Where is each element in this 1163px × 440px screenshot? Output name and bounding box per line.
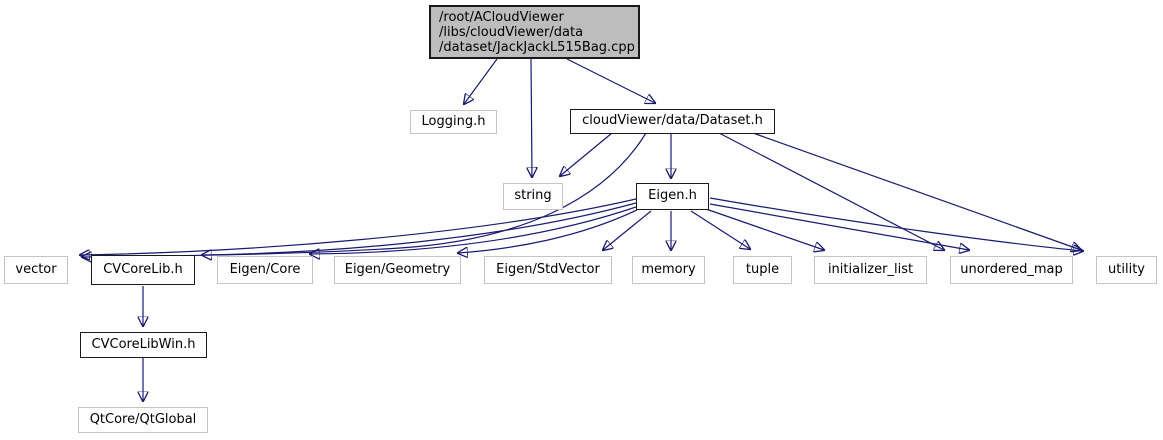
edge-dataset-to-string xyxy=(560,132,613,176)
node-initializer-list: initializer_list xyxy=(814,256,927,284)
edge-eigen-to-utility xyxy=(709,197,1083,251)
edge-eigen-to-vector xyxy=(80,198,637,255)
edge-eigen-to-eigen-stdvector xyxy=(603,210,652,250)
main-file-path-line-3: /dataset/JackJackL515Bag.cpp xyxy=(439,39,635,55)
edge-main-to-dataset xyxy=(566,58,655,103)
node-cloudviewer-data-dataset-h[interactable]: cloudViewer/data/Dataset.h xyxy=(570,109,775,134)
edge-eigen-to-cvcorelib xyxy=(202,202,637,255)
main-file-path-line-2: /libs/cloudViewer/data xyxy=(439,24,584,40)
node-eigen-geometry: Eigen/Geometry xyxy=(334,256,461,284)
node-main-source-file: /root/ACloudViewer /libs/cloudViewer/dat… xyxy=(429,5,640,59)
node-string: string xyxy=(503,183,563,210)
node-eigen-stdvector: Eigen/StdVector xyxy=(484,256,612,284)
edge-eigen-to-initializer-list xyxy=(705,208,824,250)
edge-main-to-string xyxy=(531,58,532,177)
node-eigen-core: Eigen/Core xyxy=(217,256,313,284)
node-qtcore-qtglobal: QtCore/QtGlobal xyxy=(78,407,208,433)
edge-dataset-to-unordered-map xyxy=(718,132,944,250)
node-utility: utility xyxy=(1096,256,1157,284)
node-memory: memory xyxy=(632,256,705,284)
node-eigen-h[interactable]: Eigen.h xyxy=(636,183,709,210)
main-file-path-line-1: /root/ACloudViewer xyxy=(439,9,564,25)
edge-eigen-to-unordered-map xyxy=(709,203,969,250)
edge-eigen-to-eigen-geometry xyxy=(458,209,638,253)
node-vector: vector xyxy=(4,256,68,284)
node-cvcorelibwin-h[interactable]: CVCoreLibWin.h xyxy=(80,332,207,358)
node-cvcorelib-h[interactable]: CVCoreLib.h xyxy=(91,255,195,285)
edge-eigen-to-tuple xyxy=(690,210,750,249)
node-logging-h: Logging.h xyxy=(410,110,497,134)
node-tuple: tuple xyxy=(733,256,792,284)
node-unordered-map: unordered_map xyxy=(950,256,1073,284)
edge-dataset-to-utility xyxy=(752,132,1081,250)
edge-main-to-logging xyxy=(464,58,498,104)
edge-eigen-to-eigen-core xyxy=(310,206,637,254)
